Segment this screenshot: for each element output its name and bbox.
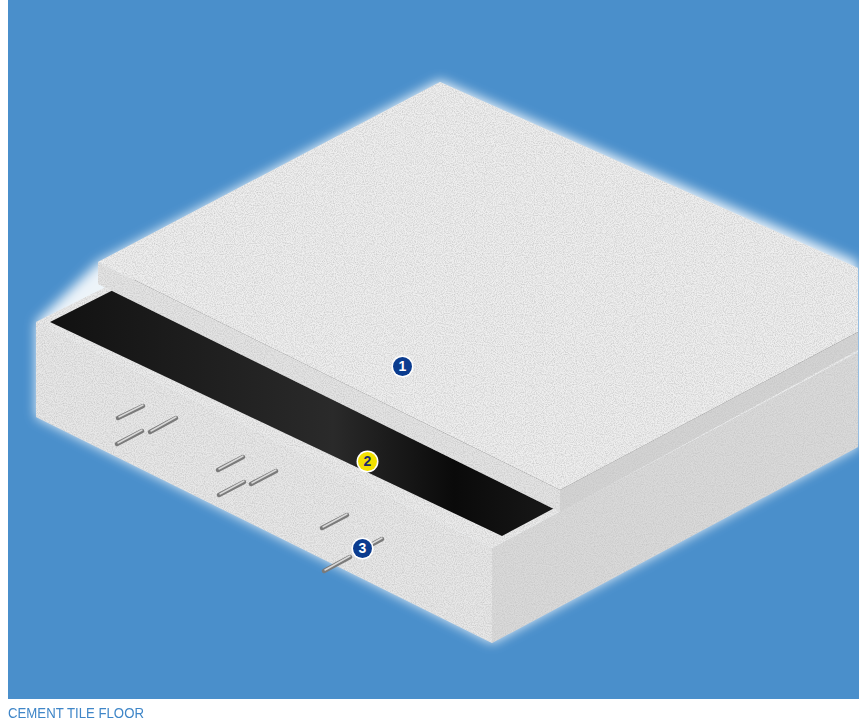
glow <box>36 80 858 643</box>
rebar-highlights <box>118 405 382 570</box>
rebar-ends <box>117 406 382 571</box>
background <box>8 0 859 699</box>
callout-number: 1 <box>393 357 412 376</box>
tile-top-face <box>98 82 858 490</box>
callout-number: 2 <box>358 452 377 471</box>
callout-number: 3 <box>353 539 372 558</box>
figure-caption: CEMENT TILE FLOOR <box>8 704 144 721</box>
